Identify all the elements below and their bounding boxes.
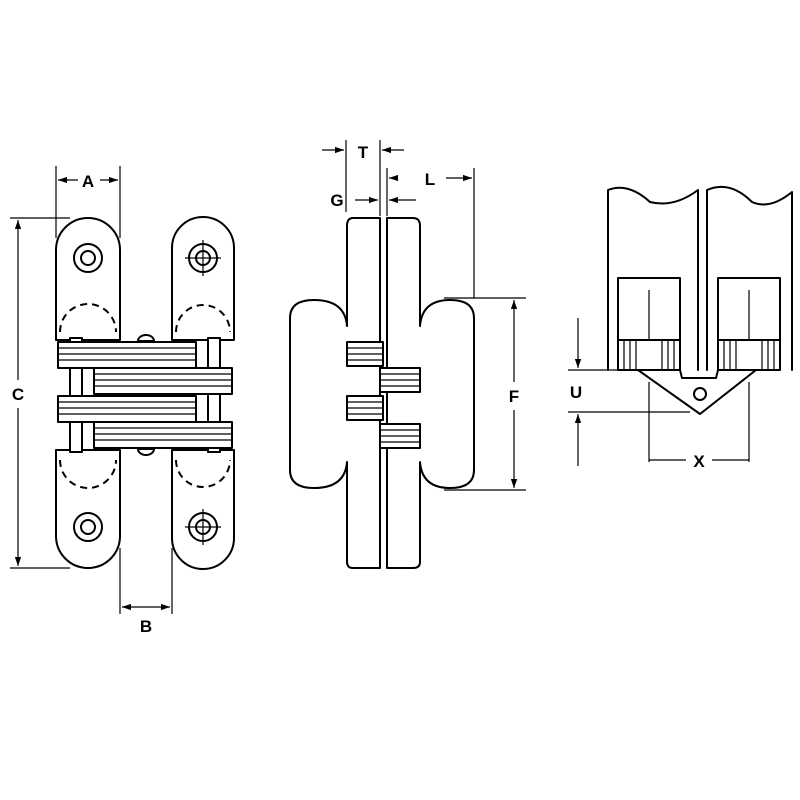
side-body-left [289,217,381,569]
leaf-top-left [55,217,121,341]
side-body-right [386,217,475,569]
link-ends-left [617,339,681,371]
front-view: A B C [10,166,235,636]
hidden-arc [59,303,117,333]
label-g: G [330,191,343,210]
dimension-b: B [119,548,173,636]
dimension-c: C [10,217,70,569]
dimension-t: T [322,140,404,216]
pivot-pin-top [137,334,155,342]
link-edge [379,367,421,393]
label-l: L [425,170,435,189]
link-edge [346,341,384,367]
link-bar [57,341,197,369]
screw-hole [73,243,103,273]
hidden-arc [59,459,117,489]
dimension-l: L [389,168,475,298]
pivot-pin-bottom [137,448,155,456]
dimension-u: U [568,318,690,466]
screw-hole [73,512,103,542]
link-edge [346,395,384,421]
label-f: F [509,387,519,406]
link-bar [93,421,233,449]
leaf-bottom-left [55,449,121,569]
link-bar [93,367,233,395]
side-view: T G L F [289,140,526,569]
link-bar [57,395,197,423]
label-t: T [358,143,369,162]
dimension-f: F [444,297,526,491]
label-x: X [693,452,705,471]
dimension-g: G [330,168,416,216]
link-ends-right [717,339,781,371]
label-c: C [12,385,24,404]
frame-right [706,186,793,371]
screw-hole-inner [80,250,96,266]
hidden-arc [175,304,231,333]
label-b: B [140,617,152,636]
hidden-arc [175,459,231,488]
frame-left [607,186,699,371]
screw-hole-inner [80,519,96,535]
installed-view: U X [568,186,793,471]
dimension-a: A [55,166,121,238]
label-a: A [82,172,94,191]
pivot-pin [693,387,707,401]
label-u: U [570,383,582,402]
link-edge [379,423,421,449]
leaf-top-right [171,216,235,341]
dimension-x: X [648,382,750,471]
